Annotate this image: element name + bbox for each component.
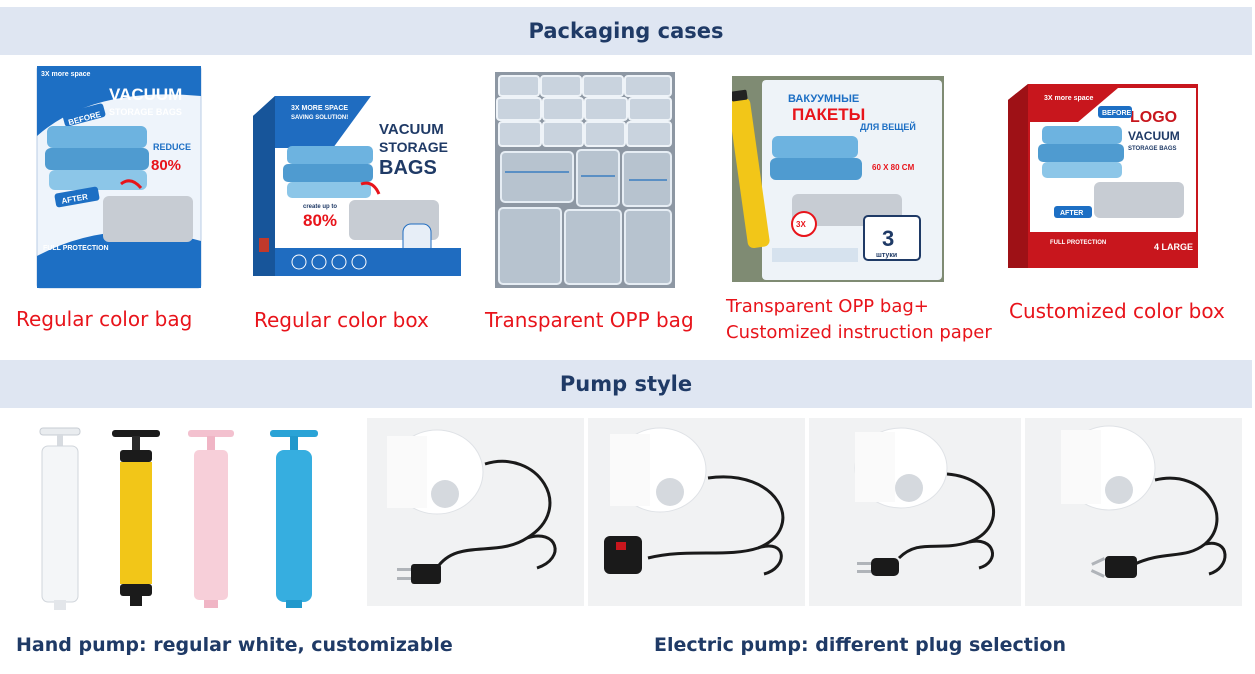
customized-color-box-image: 3X more space LOGO VACUUM STORAGE BAGS B… bbox=[1008, 82, 1198, 268]
bag-reduce-text: REDUCE bbox=[153, 142, 191, 152]
opp-bag-instruction-caption: Transparent OPP bag+ Customized instruct… bbox=[726, 294, 992, 346]
bag-brand-text: VACUUM bbox=[109, 85, 182, 104]
box-top2-text: SAVING SOLUTION! bbox=[291, 115, 348, 121]
custom-box-count-text: 4 LARGE bbox=[1154, 242, 1193, 252]
pink-hand-pump bbox=[188, 430, 234, 608]
custom-box-foot-text: FULL PROTECTION bbox=[1050, 240, 1106, 246]
electric-pump-au-plug-image bbox=[1025, 418, 1242, 606]
box-sub-text: STORAGE bbox=[379, 139, 448, 155]
hand-pump-caption: Hand pump: regular white, customizable bbox=[16, 634, 453, 656]
ru-line1-text: ВАКУУМНЫЕ bbox=[788, 93, 859, 105]
bag-sub-text: STORAGE BAGS bbox=[109, 107, 182, 117]
ru-unit-text: штуки bbox=[876, 252, 897, 259]
opp-bag-instruction-caption-line1: Transparent OPP bag+ bbox=[726, 296, 929, 317]
opp-bag-instruction-paper-image: ВАКУУМНЫЕ ПАКЕТЫ ДЛЯ ВЕЩЕЙ 60 X 80 CM 3X… bbox=[732, 76, 944, 282]
transparent-opp-bag-caption: Transparent OPP bag bbox=[485, 308, 694, 332]
bag-foot-text: FULL PROTECTION bbox=[43, 245, 109, 252]
ru-size-text: 60 X 80 CM bbox=[872, 163, 915, 172]
customized-color-box-caption: Customized color box bbox=[1009, 299, 1225, 323]
transparent-opp-bag-image bbox=[495, 72, 675, 288]
regular-color-bag-caption: Regular color bag bbox=[16, 307, 193, 331]
custom-box-logo-text: LOGO bbox=[1130, 109, 1177, 126]
box-brand-text: VACUUM bbox=[379, 121, 444, 138]
regular-color-box-caption: Regular color box bbox=[254, 308, 429, 332]
bag-top-text: 3X more space bbox=[41, 71, 91, 78]
pump-style-title: Pump style bbox=[559, 372, 693, 396]
custom-box-brand-text: VACUUM bbox=[1128, 129, 1180, 143]
ru-line2-text: ПАКЕТЫ bbox=[792, 105, 865, 124]
yellow-hand-pump bbox=[112, 430, 160, 606]
box-pct-label: create up to bbox=[303, 204, 337, 210]
electric-pump-uk-plug-image bbox=[588, 418, 805, 606]
electric-pump-eu-plug-image bbox=[809, 418, 1021, 606]
custom-box-before-text: BEFORE bbox=[1102, 110, 1132, 117]
ru-line3-text: ДЛЯ ВЕЩЕЙ bbox=[860, 121, 916, 132]
packaging-cases-title: Packaging cases bbox=[528, 19, 724, 43]
box-sub2-text: BAGS bbox=[379, 157, 437, 179]
regular-color-bag-image: 3X more space VACUUM STORAGE BAGS BEFORE… bbox=[33, 66, 203, 290]
custom-box-sub-text: STORAGE BAGS bbox=[1128, 146, 1177, 152]
blue-hand-pump bbox=[270, 430, 318, 608]
electric-pump-caption: Electric pump: different plug selection bbox=[654, 634, 1066, 656]
electric-pump-us-plug-image bbox=[367, 418, 584, 606]
box-percent-text: 80% bbox=[303, 211, 337, 230]
bag-percent-text: 80% bbox=[151, 157, 181, 174]
pump-style-header: Pump style bbox=[0, 360, 1252, 408]
packaging-cases-header: Packaging cases bbox=[0, 7, 1252, 55]
box-top-text: 3X MORE SPACE bbox=[291, 105, 348, 112]
hand-pumps-image bbox=[28, 424, 338, 614]
ru-badge-text: 3X bbox=[796, 220, 806, 229]
custom-box-after-text: AFTER bbox=[1060, 210, 1083, 217]
custom-box-top-text: 3X more space bbox=[1044, 95, 1094, 102]
regular-color-box-image: 3X MORE SPACE SAVING SOLUTION! VACUUM ST… bbox=[253, 88, 461, 276]
opp-bag-instruction-caption-line2: Customized instruction paper bbox=[726, 322, 992, 343]
white-hand-pump bbox=[39, 427, 81, 610]
ru-count-text: 3 bbox=[882, 226, 894, 251]
